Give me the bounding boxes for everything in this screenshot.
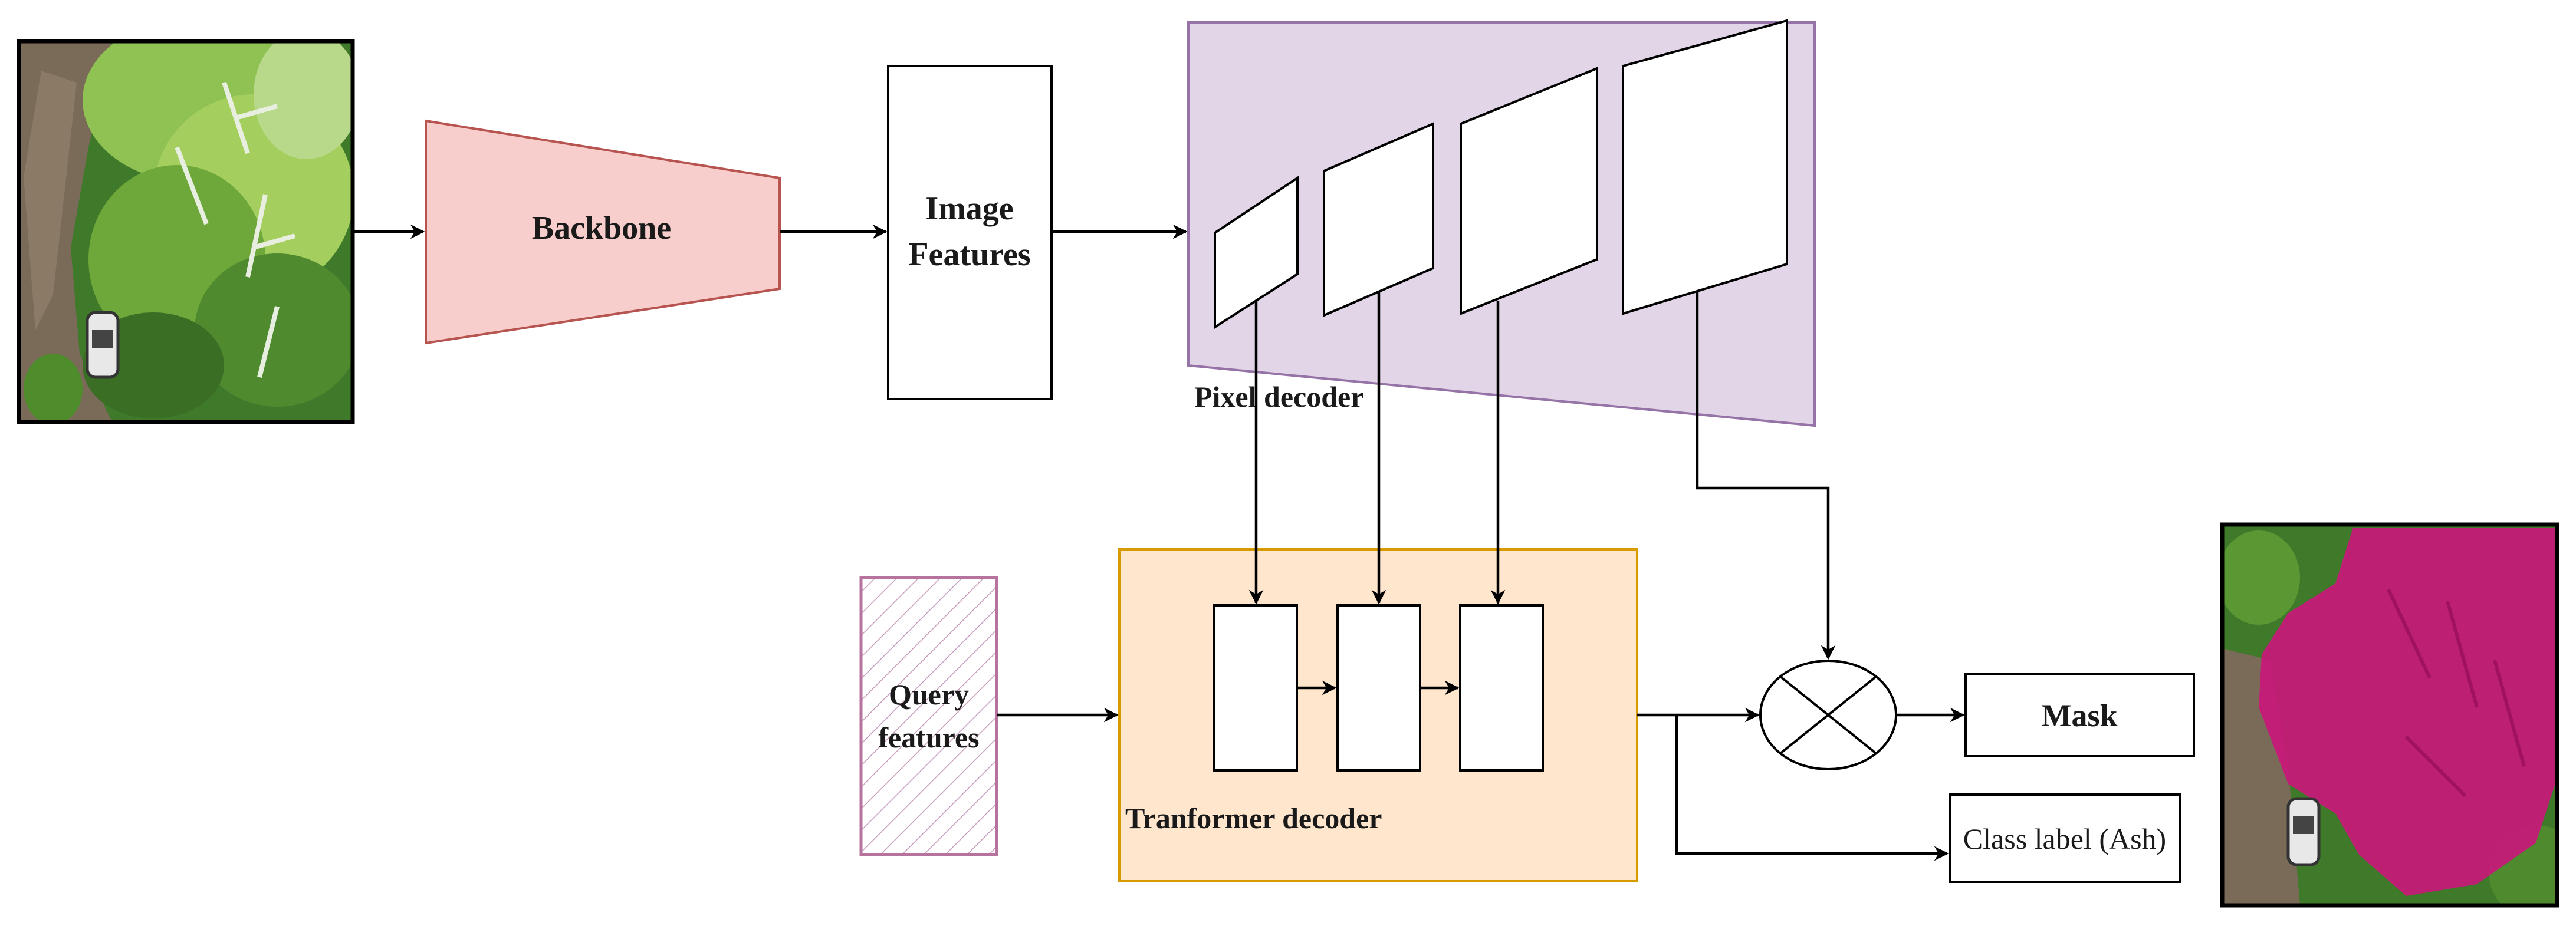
pixel-feature-map-2 (1323, 121, 1434, 318)
input-image (19, 41, 353, 422)
pixel-decoder-label: Pixel decoder (1194, 380, 1363, 413)
input-image-border (17, 39, 355, 424)
output-image-border (2220, 522, 2559, 908)
query-features-label-line2: features (878, 721, 979, 754)
image-features-label-line1: Image (925, 190, 1013, 227)
mask-output-block (1964, 673, 2195, 757)
pixel-feature-map-4 (1622, 19, 1788, 315)
arrows (354, 224, 1965, 861)
pixel-feature-map-3 (1460, 67, 1598, 315)
backbone-label: Backbone (532, 210, 672, 246)
output-image (2222, 525, 2557, 905)
transformer-decoder-label: Tranformer decoder (1125, 802, 1382, 835)
pixel-feature-map-1 (1214, 176, 1299, 329)
class-label-block (1949, 793, 2181, 883)
mask-label: Mask (2041, 698, 2117, 733)
arrow-pixel-map-4-to-multiply (1696, 292, 1836, 660)
image-features-block (887, 65, 1053, 400)
transformer-layer-2 (1336, 604, 1421, 772)
class-label-text: Class label (Ash) (1963, 822, 2166, 855)
arrow-transformer-to-class-label (1675, 715, 1949, 861)
backbone-block (425, 119, 781, 345)
query-features-block (859, 576, 998, 856)
transformer-layer-3 (1459, 604, 1544, 772)
image-features-label-line2: Features (908, 236, 1030, 273)
multiply-node (1759, 660, 1897, 770)
query-features-label-line1: Query (889, 678, 969, 711)
transformer-layer-1 (1213, 604, 1298, 772)
